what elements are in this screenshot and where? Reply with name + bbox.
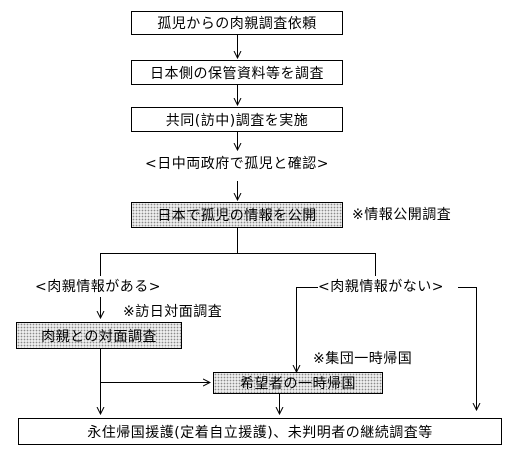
box-joint-survey: 共同(訪中)調査を実施 xyxy=(131,107,343,132)
note-temp-return: ※集団一時帰国 xyxy=(313,351,413,367)
box-publish: 日本で孤児の情報を公開 xyxy=(131,202,343,228)
label-has-info: <肉親情報がある> xyxy=(35,278,161,296)
box-meeting: 肉親との対面調査 xyxy=(16,322,182,349)
box-request: 孤児からの肉親調査依頼 xyxy=(131,11,343,35)
arrow-noinfo-to-temp xyxy=(297,287,318,373)
box-investigate: 日本側の保管資料等を調査 xyxy=(131,60,343,85)
note-visit: ※訪日対面調査 xyxy=(123,304,223,320)
note-publish: ※情報公開調査 xyxy=(352,207,452,223)
box-temp-return: 希望者の一時帰国 xyxy=(213,372,383,394)
label-confirm: <日中両政府で孤児と確認> xyxy=(145,155,329,173)
arrow-noinfo-to-final xyxy=(458,287,477,411)
label-no-info: <肉親情報がない> xyxy=(318,278,444,296)
box-final: 永住帰国援護(定着自立援護)、未判明者の継続調査等 xyxy=(18,418,502,445)
